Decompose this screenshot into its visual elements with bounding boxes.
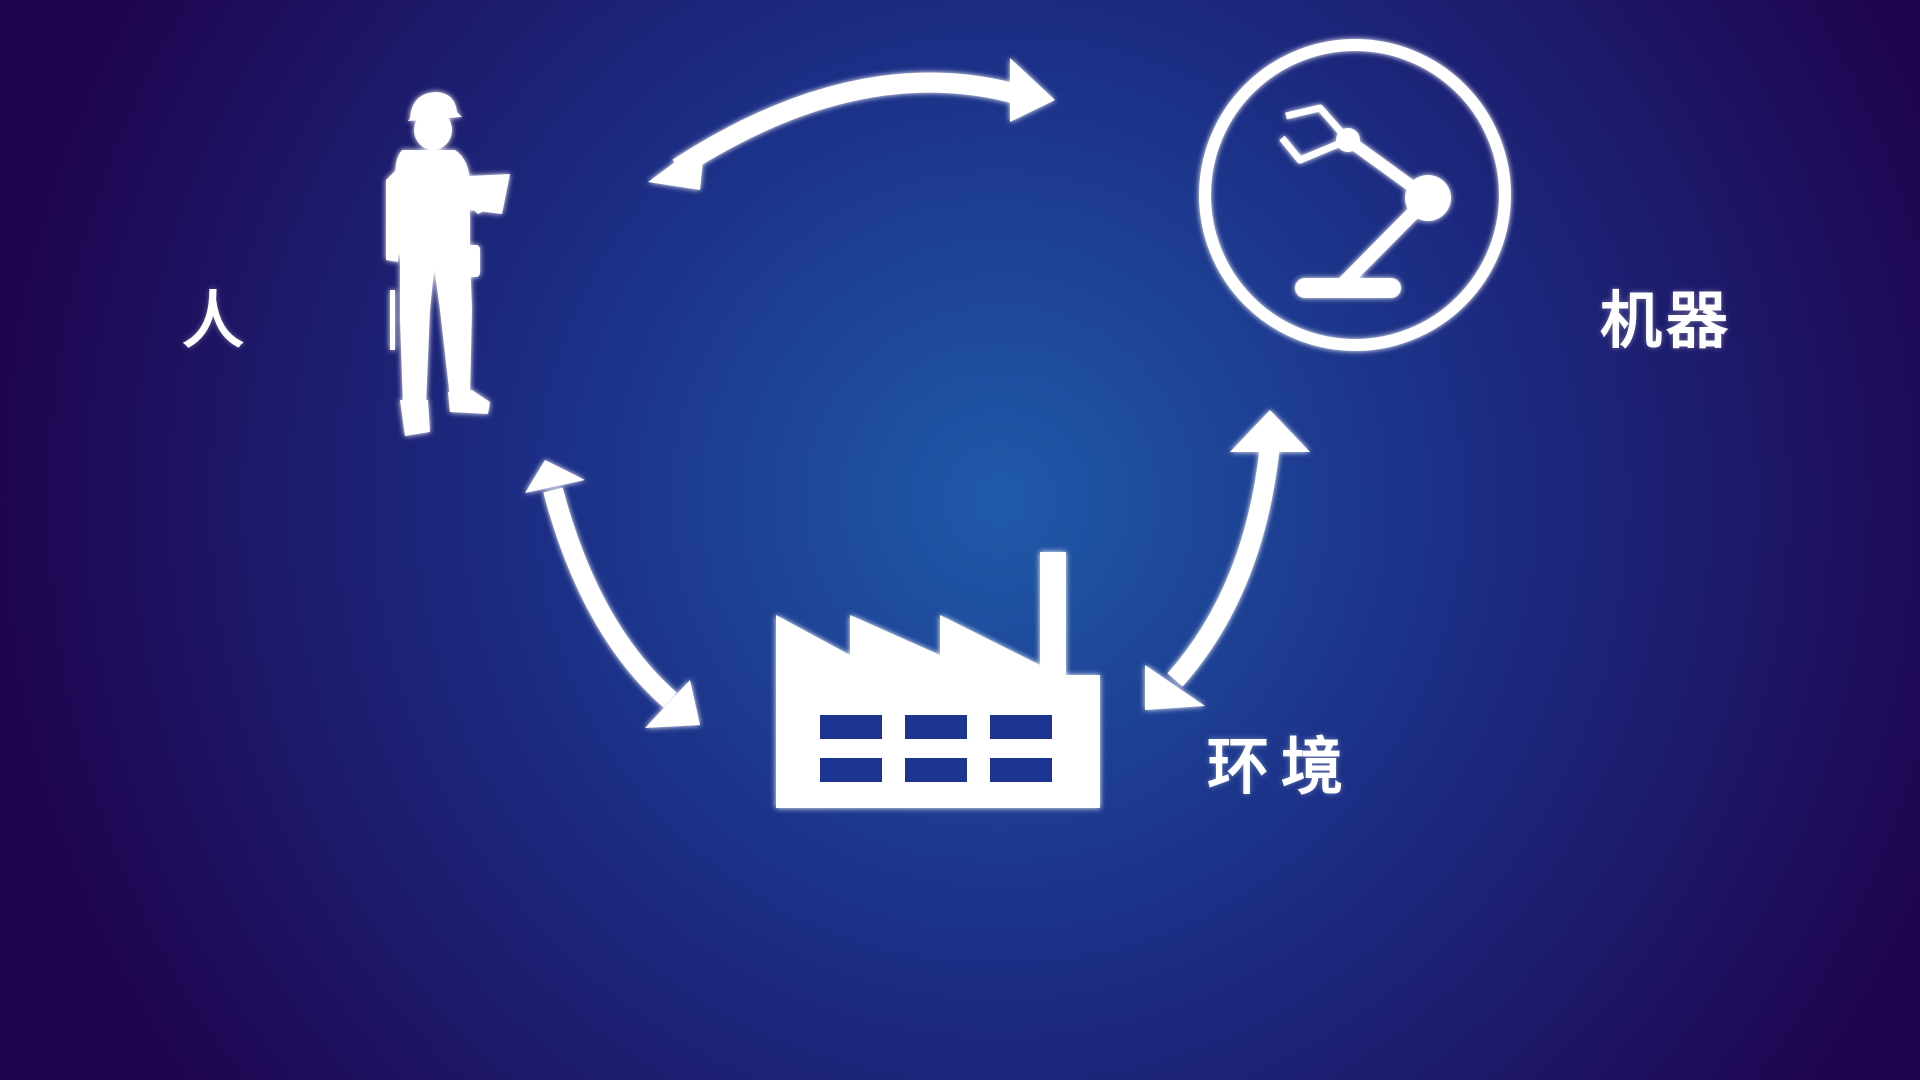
worker-silhouette-icon <box>386 92 510 436</box>
factory-icon <box>776 552 1100 808</box>
arrow-machine-environment <box>1145 410 1310 710</box>
factory-windows <box>820 715 1052 782</box>
label-machine: 机器 <box>1600 284 1733 357</box>
label-environment: 环境 <box>1207 730 1356 803</box>
robot-arm-icon <box>1199 39 1511 351</box>
label-human: 人 <box>182 284 247 357</box>
arrow-human-machine <box>648 58 1055 190</box>
arrow-human-environment <box>525 460 700 728</box>
